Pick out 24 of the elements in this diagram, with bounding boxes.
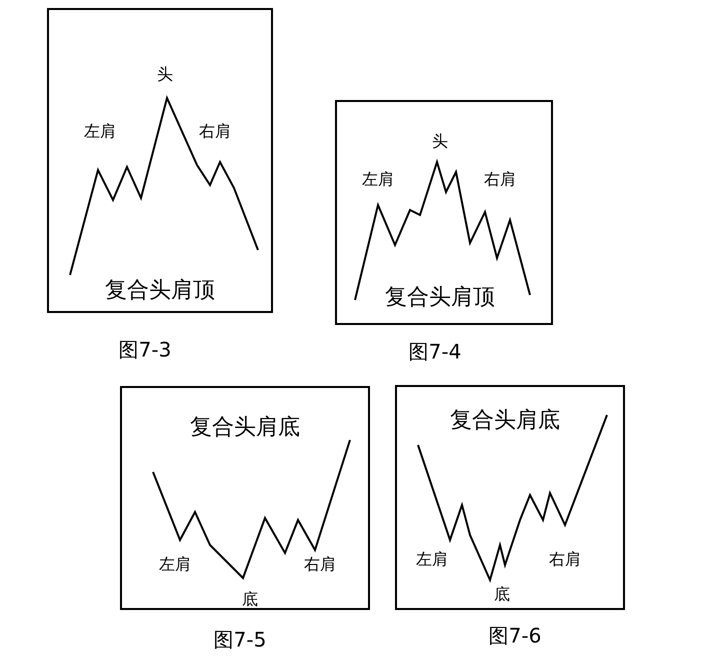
pattern-label: 右肩	[304, 554, 336, 576]
figure-caption: 图7-3	[118, 336, 172, 364]
pattern-label: 右肩	[199, 122, 231, 142]
figure-caption: 图7-5	[214, 626, 266, 654]
pattern-label: 底	[494, 584, 510, 606]
pattern-title: 复合头肩底	[450, 407, 560, 435]
pattern-label: 左肩	[416, 550, 448, 570]
pattern-label: 底	[242, 590, 258, 610]
chart-panel	[335, 100, 553, 325]
pattern-title: 复合头肩顶	[385, 284, 495, 312]
pattern-label: 右肩	[549, 550, 581, 570]
pattern-label: 左肩	[84, 122, 116, 142]
figure-caption: 图7-6	[488, 622, 542, 650]
pattern-label: 头	[432, 132, 448, 152]
figure-caption: 图7-4	[408, 338, 462, 366]
chart-panel	[395, 385, 625, 610]
chart-panel	[47, 8, 273, 313]
pattern-label: 左肩	[362, 170, 394, 190]
chart-panel	[120, 386, 370, 610]
pattern-label: 左肩	[159, 554, 191, 576]
pattern-label: 头	[157, 64, 173, 86]
pattern-title: 复合头肩底	[190, 414, 300, 442]
pattern-title: 复合头肩顶	[105, 277, 215, 305]
pattern-label: 右肩	[484, 170, 516, 190]
